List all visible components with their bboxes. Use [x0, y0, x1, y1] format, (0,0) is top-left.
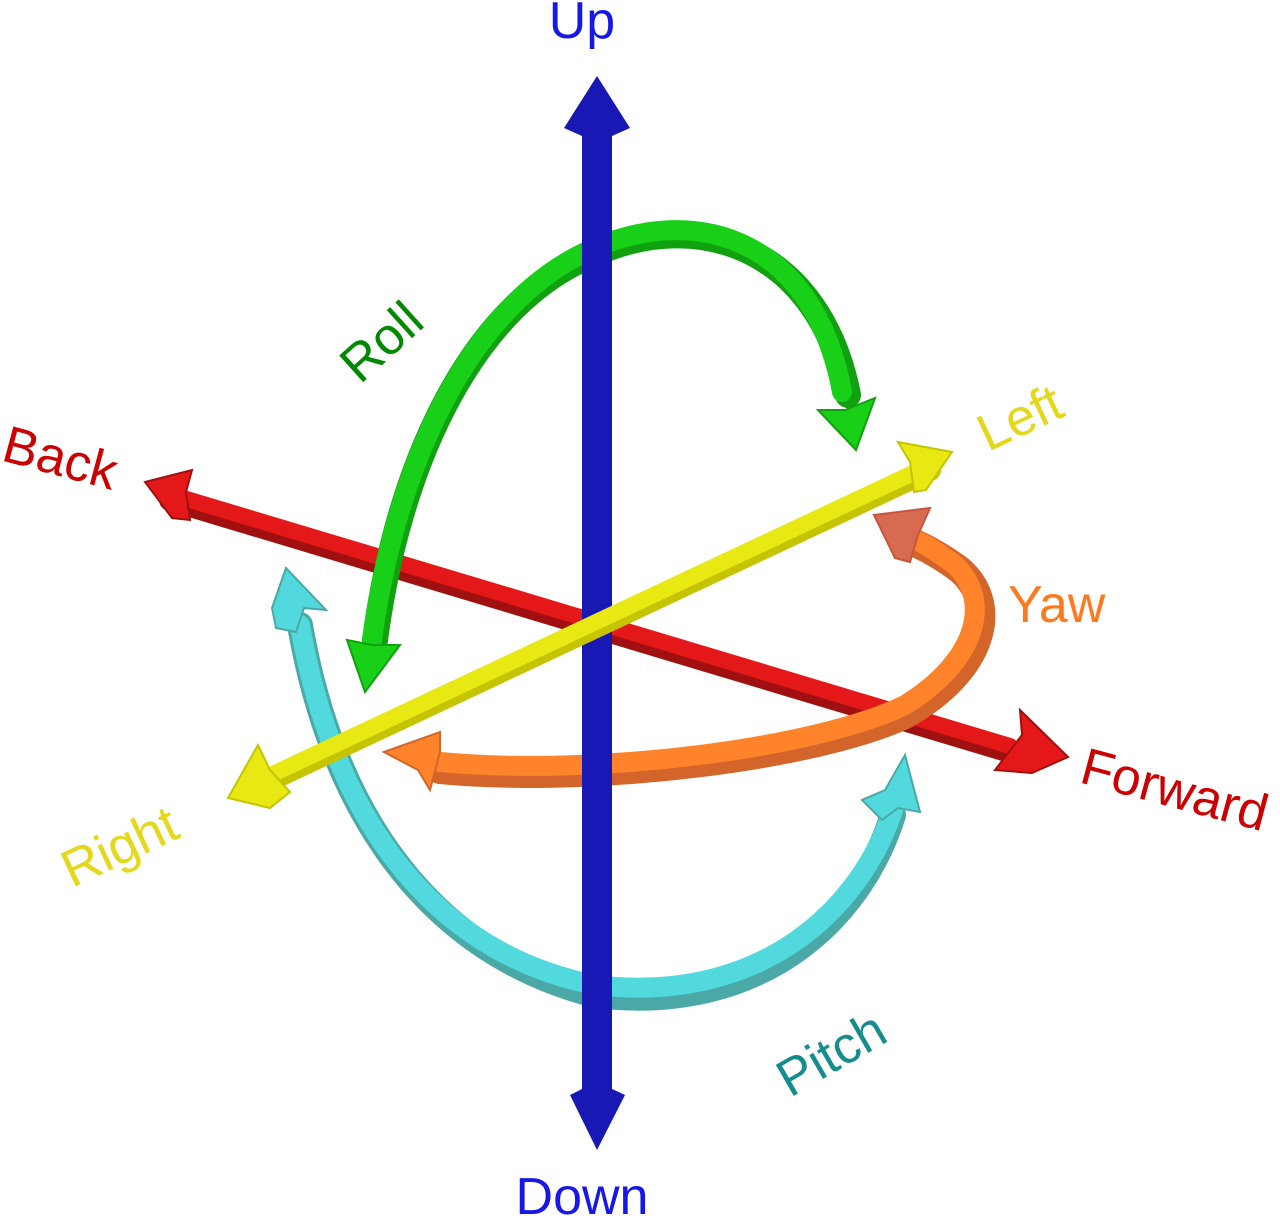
yaw-arc [381, 506, 996, 793]
right-label: Right [53, 795, 188, 899]
yaw-arrowhead-right [872, 506, 932, 564]
left-arrowhead [896, 440, 954, 494]
back-label: Back [0, 416, 125, 502]
roll-label: Roll [329, 291, 434, 394]
pitch-label: Pitch [767, 1000, 896, 1108]
yaw-arrowhead-left [381, 730, 441, 793]
roll-arrowhead-right [815, 396, 877, 452]
yaw-arc-body [430, 525, 985, 776]
roll-arrowhead-left [345, 638, 402, 695]
yaw-label: Yaw [1008, 576, 1106, 634]
up-arrowhead [564, 76, 630, 136]
down-label: Down [516, 1168, 649, 1216]
left-right-axis-body [252, 457, 938, 788]
left-right-axis [226, 440, 954, 810]
forward-label: Forward [1075, 738, 1274, 843]
right-arrowhead [226, 742, 292, 810]
down-arrowhead [570, 1088, 625, 1150]
up-down-axis [564, 76, 630, 1150]
left-label: Left [969, 373, 1073, 462]
back-arrowhead [143, 468, 194, 522]
forward-arrowhead [993, 707, 1070, 775]
pitch-arrowhead-right [860, 752, 922, 822]
pitch-arrowhead-left [270, 566, 329, 634]
up-label: Up [549, 0, 615, 50]
